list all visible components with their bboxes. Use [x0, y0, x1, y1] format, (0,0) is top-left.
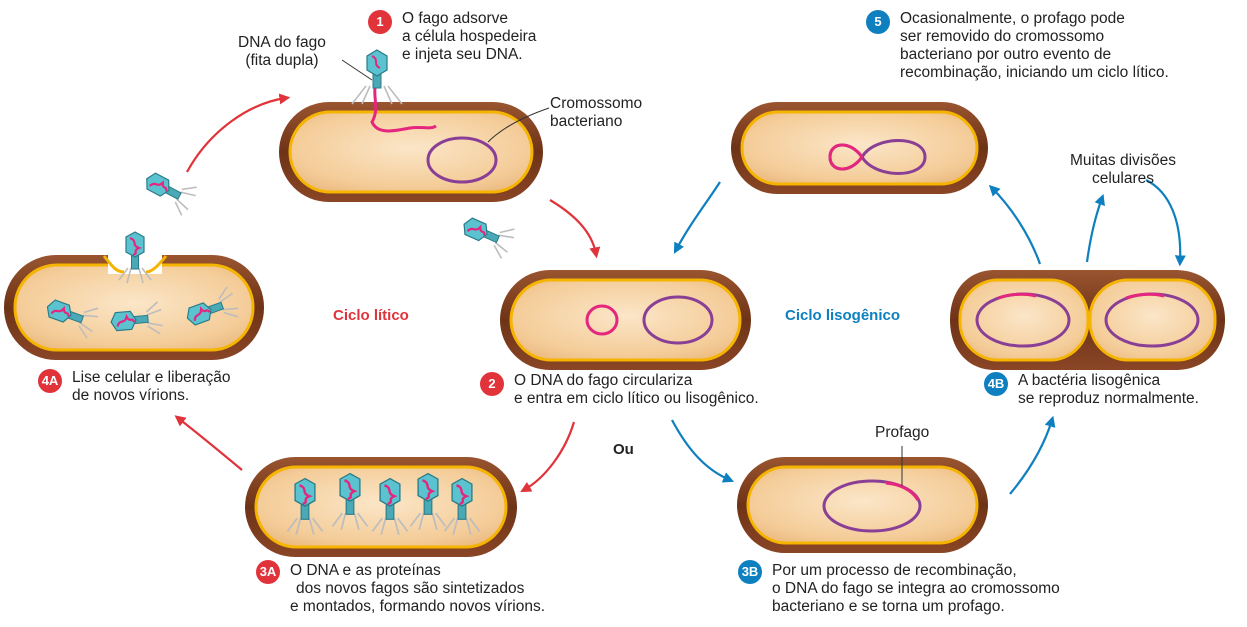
prophage-label: Profago — [875, 424, 930, 441]
step-3b-badge: 3B — [738, 560, 762, 584]
bacterial-chromosome — [426, 136, 498, 184]
step-5-line-2: ser removido do cromossomo — [900, 28, 1105, 45]
step-1-badge: 1 — [368, 10, 392, 34]
step-3b-line-1: Por um processo de recombinação, — [772, 562, 1017, 579]
free-phage-middle — [456, 208, 519, 261]
chromosome-label: Cromossomo bacteriano — [550, 95, 642, 131]
divisions-line-1: Muitas divisões — [1070, 152, 1176, 169]
arrow-divisions-down — [1145, 179, 1186, 267]
lysogenic-cycle-title: Ciclo lisogênico — [785, 307, 901, 324]
step-2-line-2: e entra em ciclo lítico ou lisogênico. — [514, 390, 759, 407]
arrow-phage-to-cell — [186, 93, 291, 173]
step-5-line-3: bacteriano por outro evento de — [900, 46, 1112, 63]
step-1-line-1: O fago adsorve — [402, 10, 508, 27]
prophage-segment — [885, 481, 920, 501]
arrow-4b-to-5 — [988, 184, 1042, 265]
arrow-3b-to-4b — [1009, 415, 1056, 495]
step-4a-badge: 4A — [38, 369, 62, 393]
arrow-divisions-up — [1085, 193, 1105, 263]
circular-phage-dna — [585, 304, 619, 336]
cell-dividing — [950, 270, 1225, 370]
step-4b-badge: 4B — [984, 372, 1008, 396]
step-4b-caption: A bactéria lisogênica se reproduz normal… — [1018, 372, 1199, 408]
arrow-3a-to-4a — [174, 415, 243, 471]
step-4a-caption: Lise celular e liberação de novos vírion… — [72, 369, 231, 405]
step-3b-line-3: bacteriano e se torna um profago. — [772, 598, 1005, 615]
divisions-label: Muitas divisões celulares — [1070, 152, 1176, 188]
step-3a-line-2: dos novos fagos são sintetizados — [296, 580, 525, 597]
or-label: Ou — [613, 441, 634, 458]
step-4b-line-1: A bactéria lisogênica — [1018, 372, 1161, 389]
cell-circularized — [500, 270, 751, 370]
chromosome-line-1: Cromossomo — [550, 95, 643, 112]
phage-dna-label: DNA do fago (fita dupla) — [238, 34, 326, 70]
step-5-line-4: recombinação, iniciando um ciclo lítico. — [900, 64, 1169, 81]
cell-adsorption — [279, 49, 550, 202]
step-2-line-1: O DNA do fago circulariza — [514, 372, 693, 389]
step-3b-line-2: o DNA do fago se integra ao cromossomo — [772, 580, 1060, 597]
step-4b-line-2: se reproduz normalmente. — [1018, 390, 1199, 407]
cell-assembly — [245, 457, 517, 557]
step-2-caption: O DNA do fago circulariza e entra em cic… — [514, 372, 759, 408]
step-4a-line-1: Lise celular e liberação — [72, 369, 231, 386]
arrow-cell1-to-cell2 — [549, 199, 601, 259]
free-phage-left — [138, 163, 201, 218]
step-5-line-1: Ocasionalmente, o profago pode — [900, 10, 1125, 27]
cell-prophage — [737, 446, 988, 553]
step-1-line-2: a célula hospedeira — [402, 28, 537, 45]
adsorbed-phage — [351, 49, 403, 105]
step-3a-badge: 3A — [256, 560, 280, 584]
lytic-cycle-title: Ciclo lítico — [333, 307, 409, 324]
phage-dna-line-2: (fita dupla) — [245, 52, 319, 69]
phage-dna-line-1: DNA do fago — [238, 34, 326, 51]
step-1-caption: O fago adsorve a célula hospedeira e inj… — [402, 10, 536, 64]
arrow-cell2-to-3b — [671, 419, 735, 483]
arrow-5-to-cell2 — [673, 181, 721, 254]
cell-lysis — [4, 230, 264, 360]
step-5-caption: Ocasionalmente, o profago pode ser remov… — [900, 10, 1169, 82]
step-3b-caption: Por um processo de recombinação, o DNA d… — [772, 562, 1060, 616]
step-2-badge: 2 — [480, 372, 504, 396]
bacterial-chromosome — [822, 479, 922, 533]
divisions-line-2: celulares — [1091, 170, 1154, 187]
step-5-badge: 5 — [866, 10, 890, 34]
bacterial-chromosome — [642, 295, 714, 345]
step-3a-line-3: e montados, formando novos vírions. — [290, 598, 546, 615]
cell-excision — [731, 102, 988, 194]
arrow-cell2-to-3a — [520, 421, 576, 493]
injected-phage-dna — [370, 79, 437, 133]
step-3a-line-1: O DNA e as proteínas — [290, 562, 441, 579]
step-3a-caption: O DNA e as proteínas dos novos fagos são… — [290, 562, 545, 616]
step-1-line-3: e injeta seu DNA. — [402, 46, 523, 63]
chromosome-line-2: bacteriano — [550, 113, 623, 130]
step-4a-line-2: de novos vírions. — [72, 387, 190, 404]
